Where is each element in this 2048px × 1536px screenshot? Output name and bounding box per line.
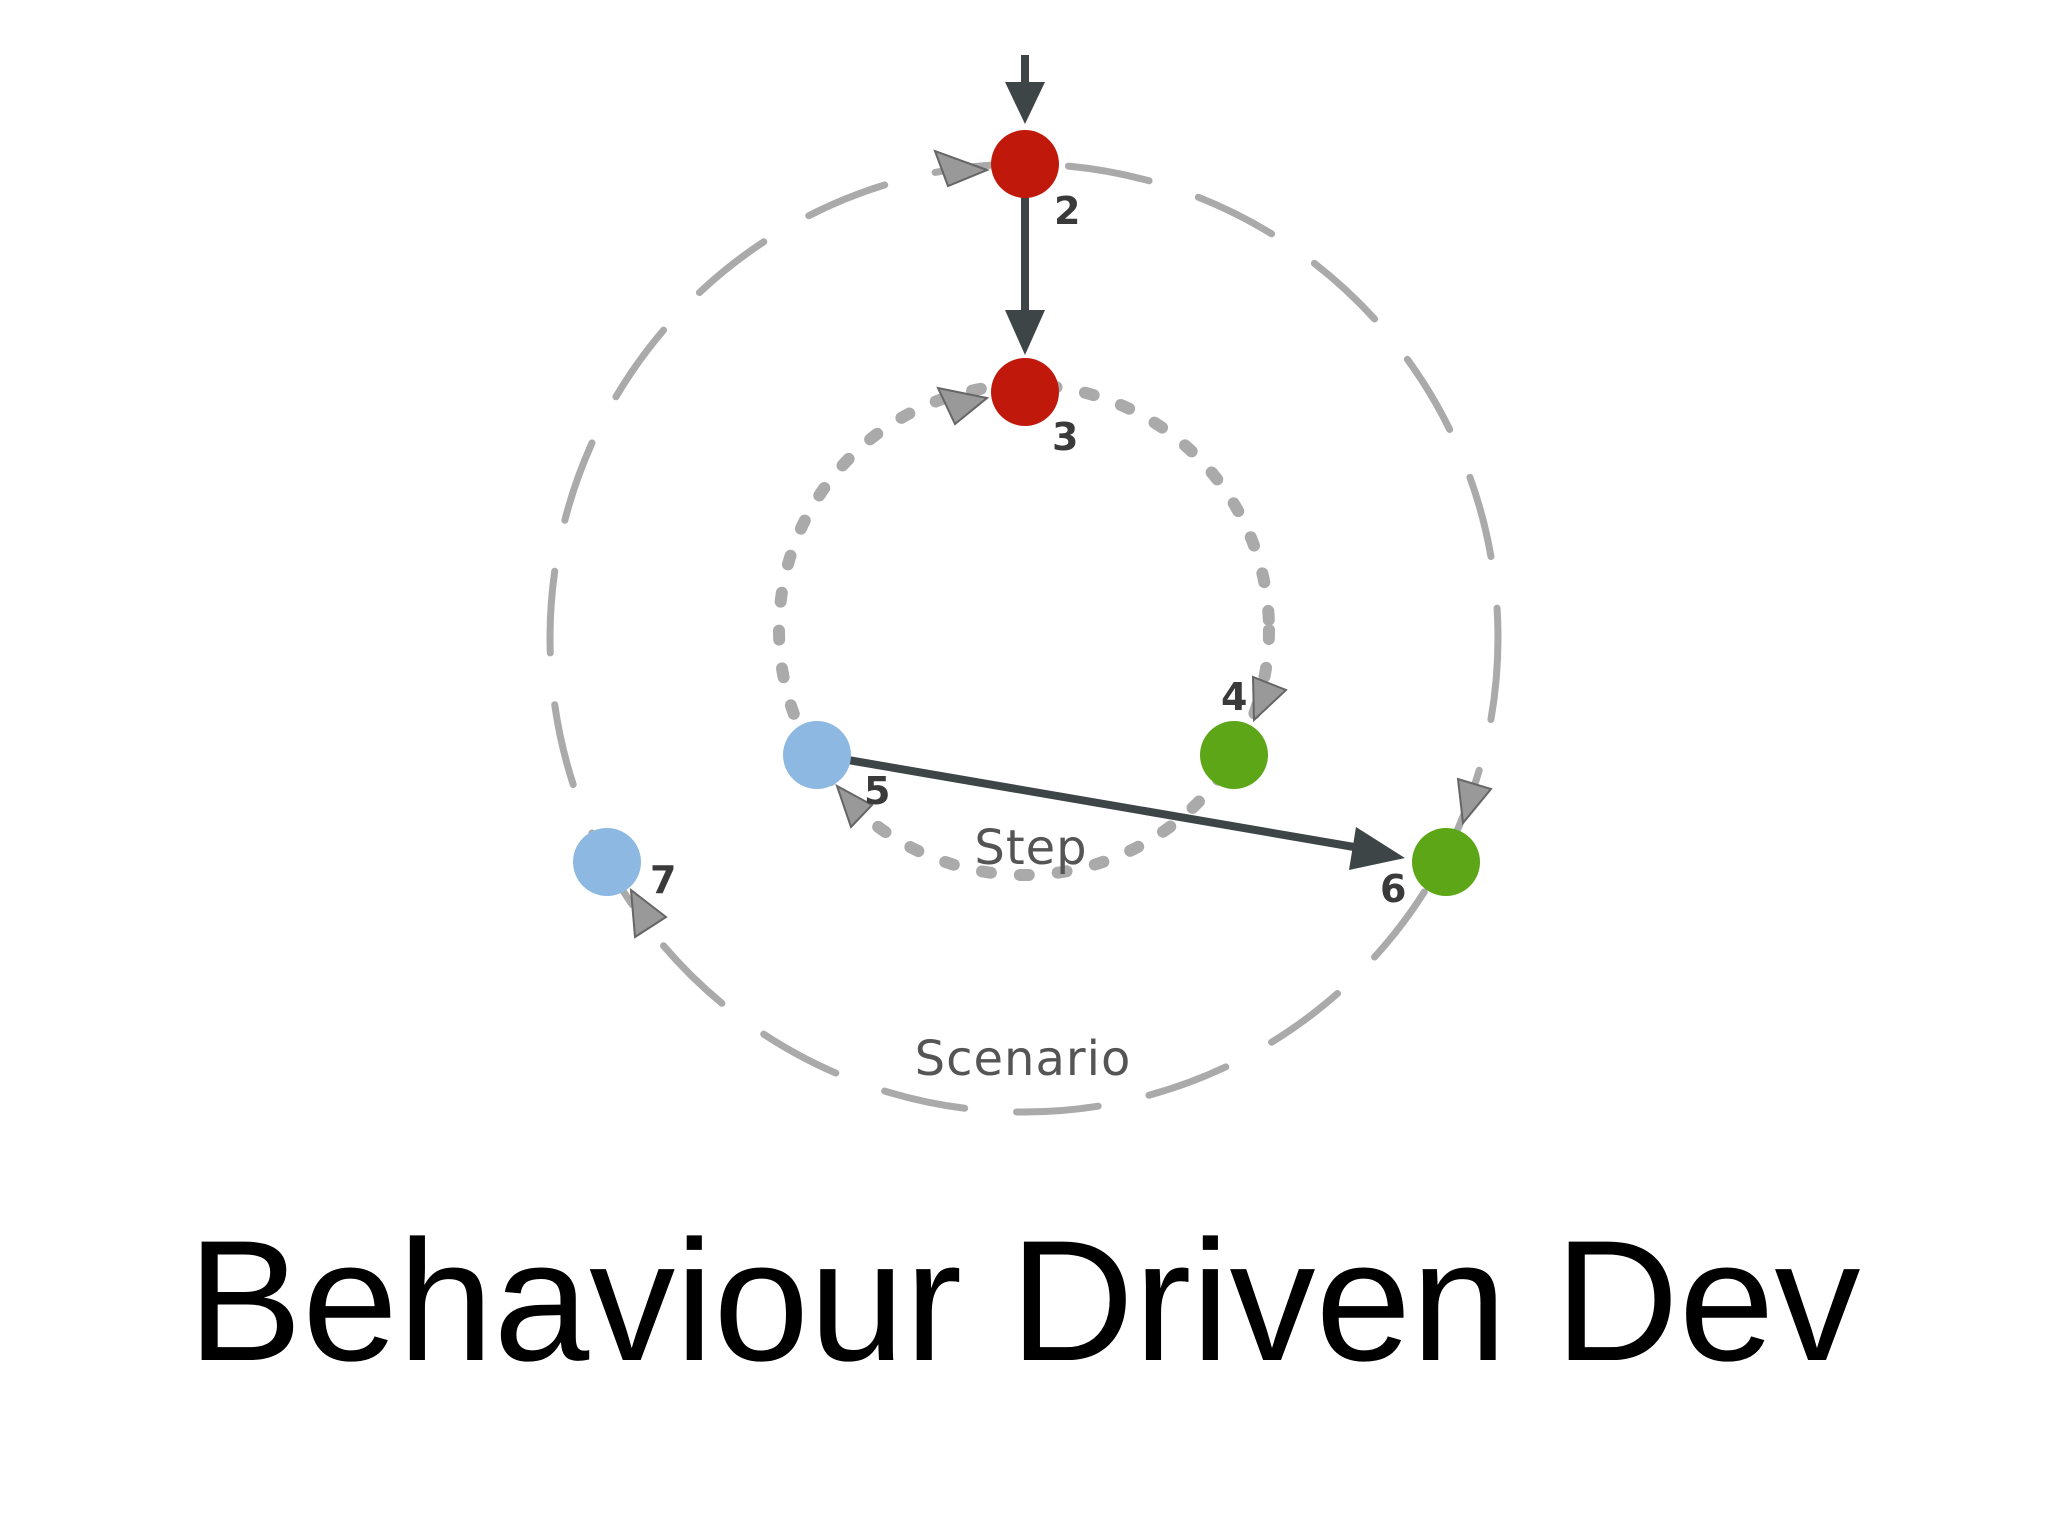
scenario-loop-arrowhead-right	[1456, 777, 1493, 826]
node-2-label: 2	[1054, 189, 1080, 233]
node-2	[991, 130, 1059, 198]
entry-arrowhead	[1005, 82, 1045, 124]
node-6	[1412, 828, 1480, 896]
node-4	[1200, 721, 1268, 789]
node-6-label: 6	[1380, 867, 1406, 911]
arrow-5-to-6-arrowhead	[1349, 827, 1405, 870]
arrow-2-to-3-arrowhead	[1005, 310, 1045, 355]
step-loop-arrowhead-right	[1251, 675, 1288, 723]
node-4-label: 4	[1221, 675, 1247, 719]
node-7	[573, 828, 641, 896]
node-7-label: 7	[650, 858, 676, 902]
scenario-loop	[546, 160, 1502, 1116]
node-3-label: 3	[1052, 415, 1078, 459]
scenario-loop-arrowhead-left	[629, 887, 668, 939]
node-3	[991, 358, 1059, 426]
step-loop-arrowhead-top	[936, 386, 990, 426]
scenario-loop-label: Scenario	[915, 1031, 1132, 1087]
step-loop-label: Step	[974, 820, 1087, 876]
scenario-loop-arrowhead-top	[933, 149, 990, 188]
step-loop-arrowhead-left	[835, 783, 874, 829]
arrow-5-to-6-shaft	[847, 756, 1361, 852]
node-5	[783, 721, 851, 789]
slide-title: Behaviour Driven Dev	[187, 1205, 1861, 1397]
node-5-label: 5	[864, 769, 890, 813]
